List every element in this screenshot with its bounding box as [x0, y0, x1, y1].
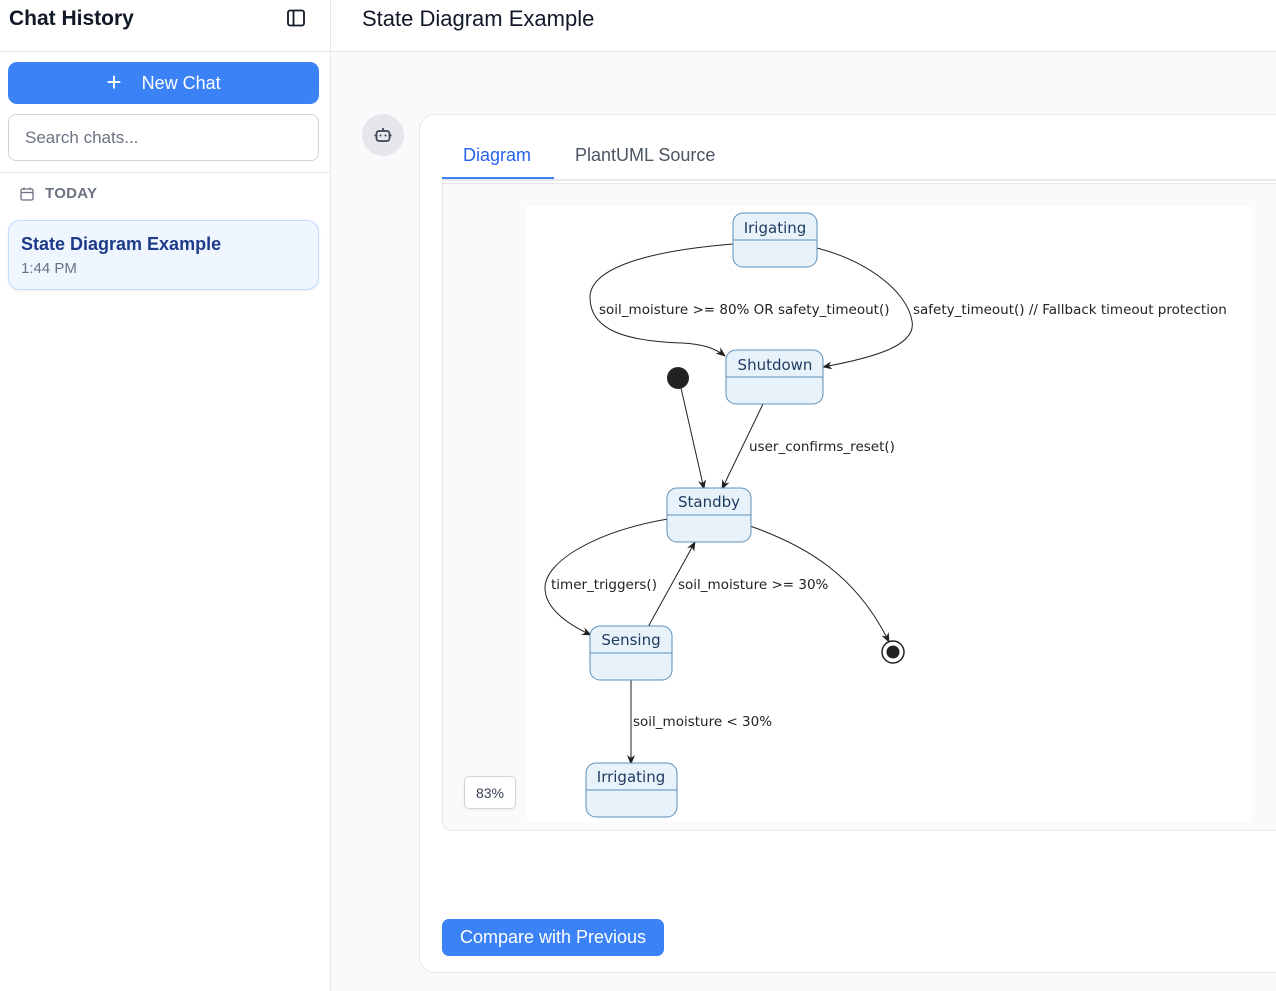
state-standby-label: Standby: [678, 493, 740, 511]
zoom-level-badge: 83%: [464, 776, 516, 809]
final-state: [881, 640, 905, 664]
new-chat-button[interactable]: + New Chat: [8, 62, 319, 104]
sidebar-header: Chat History: [0, 0, 330, 52]
main-area: State Diagram Example Diagram PlantUML S…: [331, 0, 1276, 991]
label-standby-sensing: timer_triggers(): [551, 577, 657, 593]
initial-state: [667, 367, 689, 389]
label-shutdown-standby: user_confirms_reset(): [749, 439, 895, 455]
sidebar-collapse-icon[interactable]: [286, 8, 306, 28]
plus-icon: +: [106, 66, 122, 97]
label-irrigating-shutdown-right: safety_timeout() // Fallback timeout pro…: [913, 302, 1227, 318]
transition-sensing-standby: [647, 541, 696, 628]
chat-item-time: 1:44 PM: [21, 260, 77, 277]
transition-standby-sensing: [544, 518, 669, 636]
transition-initial-standby: [680, 387, 706, 490]
chat-list-item[interactable]: State Diagram Example 1:44 PM: [8, 220, 319, 290]
state-irrigating-bottom[interactable]: Irrigating: [585, 762, 678, 818]
state-irrigating-top[interactable]: Irigating: [732, 212, 818, 268]
group-label-text: TODAY: [45, 185, 98, 202]
state-diagram: soil_moisture >= 80% OR safety_timeout()…: [544, 212, 1227, 818]
tab-diagram[interactable]: Diagram: [463, 145, 532, 165]
state-irrigating-top-label: Irigating: [744, 219, 807, 237]
state-sensing-label: Sensing: [601, 631, 660, 649]
group-label-today: TODAY: [20, 185, 97, 202]
label-sensing-irrigating: soil_moisture < 30%: [633, 714, 772, 730]
state-shutdown[interactable]: Shutdown: [725, 349, 824, 405]
new-chat-label: New Chat: [141, 72, 221, 93]
transition-irrigating-shutdown-left: [589, 243, 734, 357]
state-irrigating-bottom-label: Irrigating: [597, 768, 665, 786]
compare-with-previous-button[interactable]: Compare with Previous: [442, 919, 664, 956]
sidebar-title: Chat History: [9, 7, 134, 30]
assistant-message-card: Diagram PlantUML Source: [419, 114, 1276, 973]
page-title: State Diagram Example: [362, 6, 595, 31]
assistant-avatar: [362, 114, 404, 156]
sidebar: Chat History + New Chat TODAY State Diag…: [0, 0, 331, 991]
state-standby[interactable]: Standby: [666, 487, 752, 543]
label-irrigating-shutdown-left: soil_moisture >= 80% OR safety_timeout(): [599, 302, 890, 318]
chat-item-title: State Diagram Example: [21, 234, 222, 254]
calendar-icon: [20, 187, 34, 201]
diagram-panel: soil_moisture >= 80% OR safety_timeout()…: [442, 183, 1276, 831]
diagram-canvas[interactable]: soil_moisture >= 80% OR safety_timeout()…: [527, 206, 1252, 822]
state-sensing[interactable]: Sensing: [589, 625, 673, 681]
tab-plantuml-source[interactable]: PlantUML Source: [575, 145, 716, 165]
state-shutdown-label: Shutdown: [738, 356, 813, 374]
transition-shutdown-standby: [721, 403, 764, 490]
robot-icon: [374, 128, 392, 142]
transition-irrigating-shutdown-right: [816, 247, 913, 370]
search-input[interactable]: [8, 114, 319, 161]
label-sensing-standby: soil_moisture >= 30%: [678, 577, 829, 593]
active-tab-indicator: [442, 177, 554, 179]
main-header: State Diagram Example: [331, 0, 1276, 52]
transition-standby-final: [749, 525, 890, 643]
tab-bar: Diagram PlantUML Source: [442, 137, 1276, 181]
sidebar-divider: [0, 172, 331, 173]
